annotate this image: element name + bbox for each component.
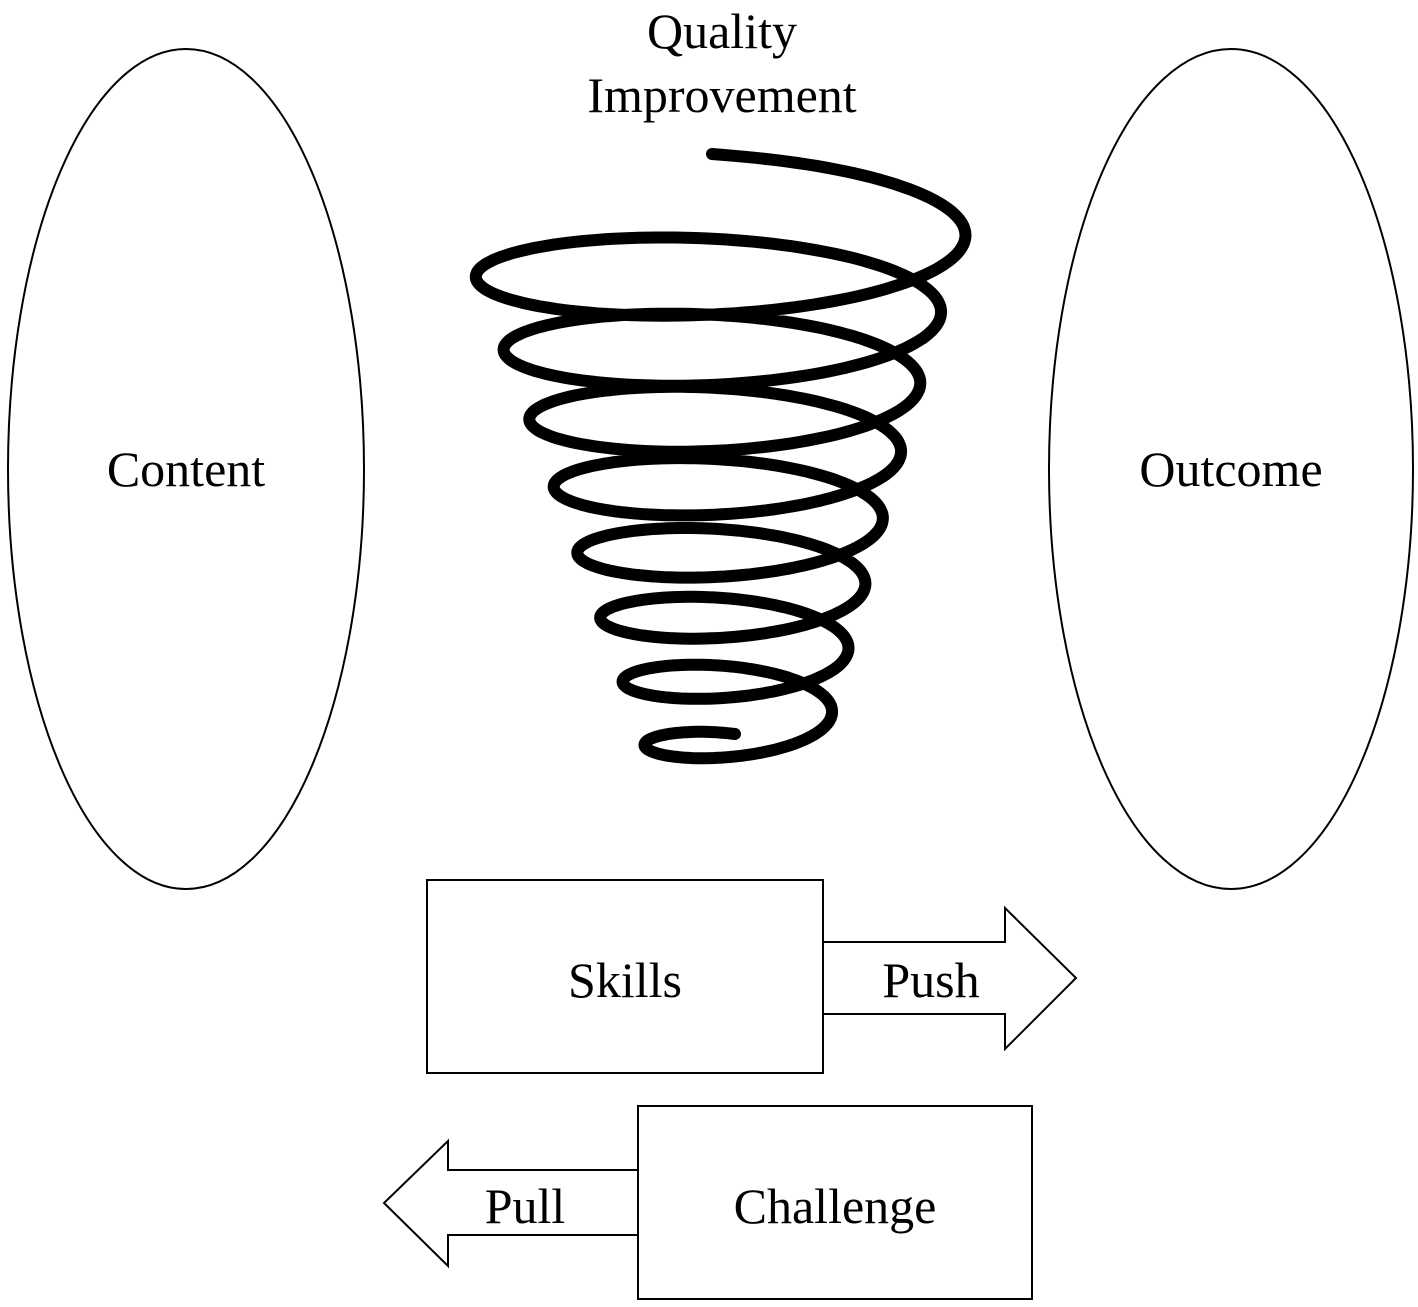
challenge-box-label: Challenge	[734, 1178, 937, 1234]
title-line-2: Improvement	[587, 67, 856, 123]
skills-box	[426, 879, 824, 1074]
content-oval-label: Content	[107, 441, 265, 497]
quality-spiral	[469, 148, 972, 765]
push-arrow-label: Push	[882, 952, 979, 1008]
skills-push-group: Skills Push	[426, 879, 1078, 1074]
content-oval-shape	[7, 48, 365, 890]
title-line-1: Quality	[647, 3, 797, 59]
pull-arrow	[382, 1138, 639, 1269]
content-oval: Content	[7, 48, 365, 890]
push-arrow	[822, 905, 1078, 1052]
challenge-pull-group: Challenge Pull	[382, 1105, 1033, 1300]
skills-box-label: Skills	[568, 952, 682, 1008]
outcome-oval-label: Outcome	[1139, 441, 1322, 497]
challenge-box	[637, 1105, 1033, 1300]
pull-arrow-label: Pull	[485, 1178, 566, 1234]
outcome-oval: Outcome	[1048, 48, 1414, 890]
outcome-oval-shape	[1048, 48, 1414, 890]
